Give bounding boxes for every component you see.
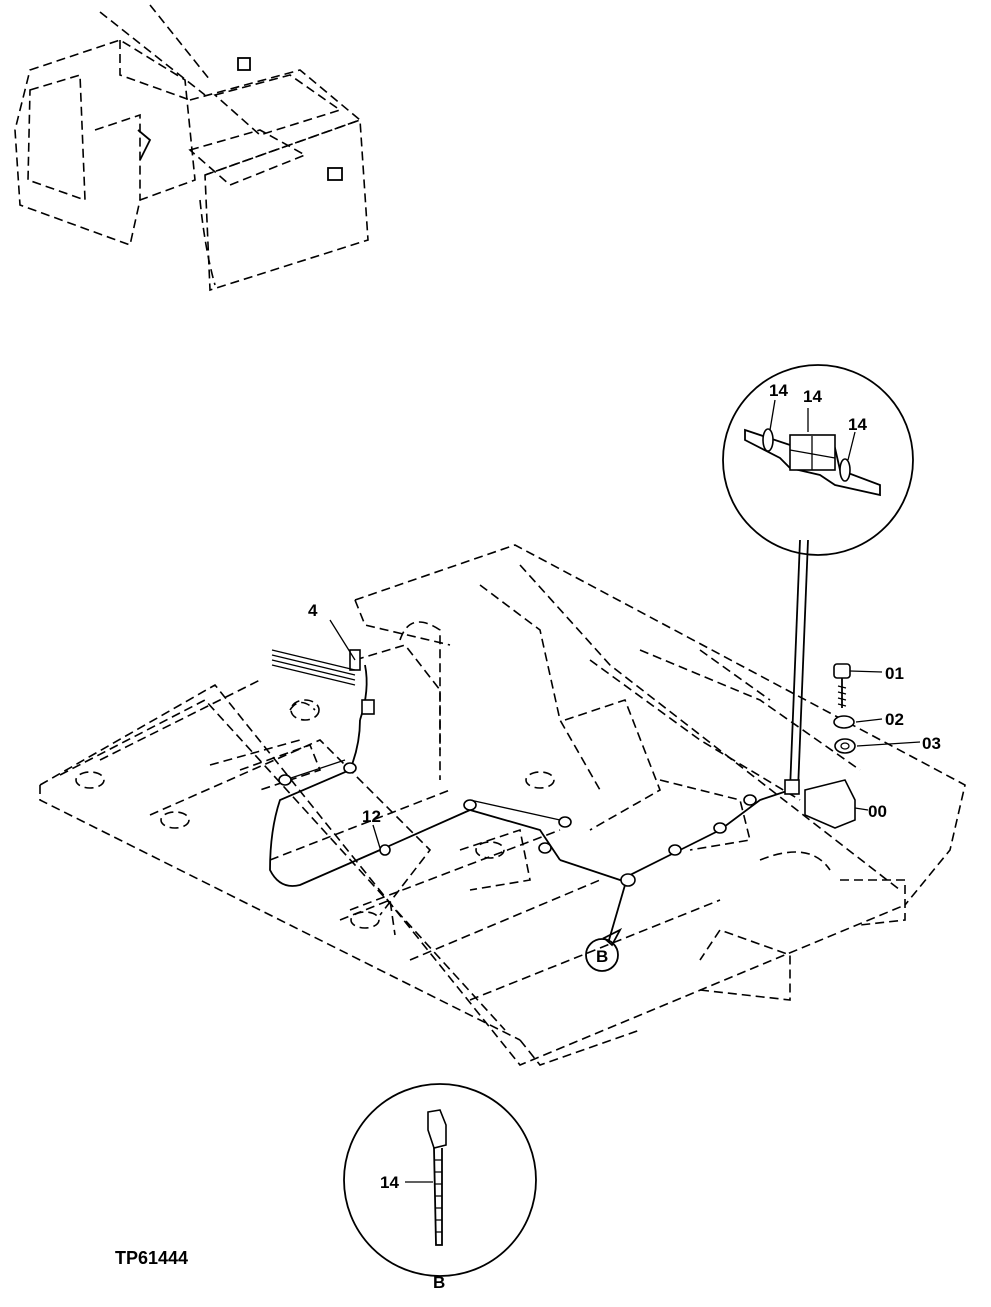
callout-4: 4 [308,601,318,620]
detail-circle-b [343,1083,537,1277]
callout-12: 12 [362,807,381,826]
excavator-overview [14,4,369,292]
detail-circle-connector [722,364,914,556]
wiring-harness [269,539,809,887]
callout-b-frame: B [596,947,608,966]
callout-14-detail-b: 14 [380,1173,399,1192]
leader-4 [329,619,356,661]
leader-12 [372,824,381,849]
reference-b-marker [585,884,626,972]
horn-assembly [784,663,921,829]
callout-00: 00 [868,802,887,821]
callout-14-right: 14 [848,415,867,434]
callout-14-left: 14 [769,381,788,400]
callout-01: 01 [885,664,904,683]
figure-id: TP61444 [115,1248,188,1268]
callout-02: 02 [885,710,904,729]
main-frame [39,544,966,1066]
callout-14-center: 14 [803,387,822,406]
callout-03: 03 [922,734,941,753]
callout-b-detail: B [433,1273,445,1292]
